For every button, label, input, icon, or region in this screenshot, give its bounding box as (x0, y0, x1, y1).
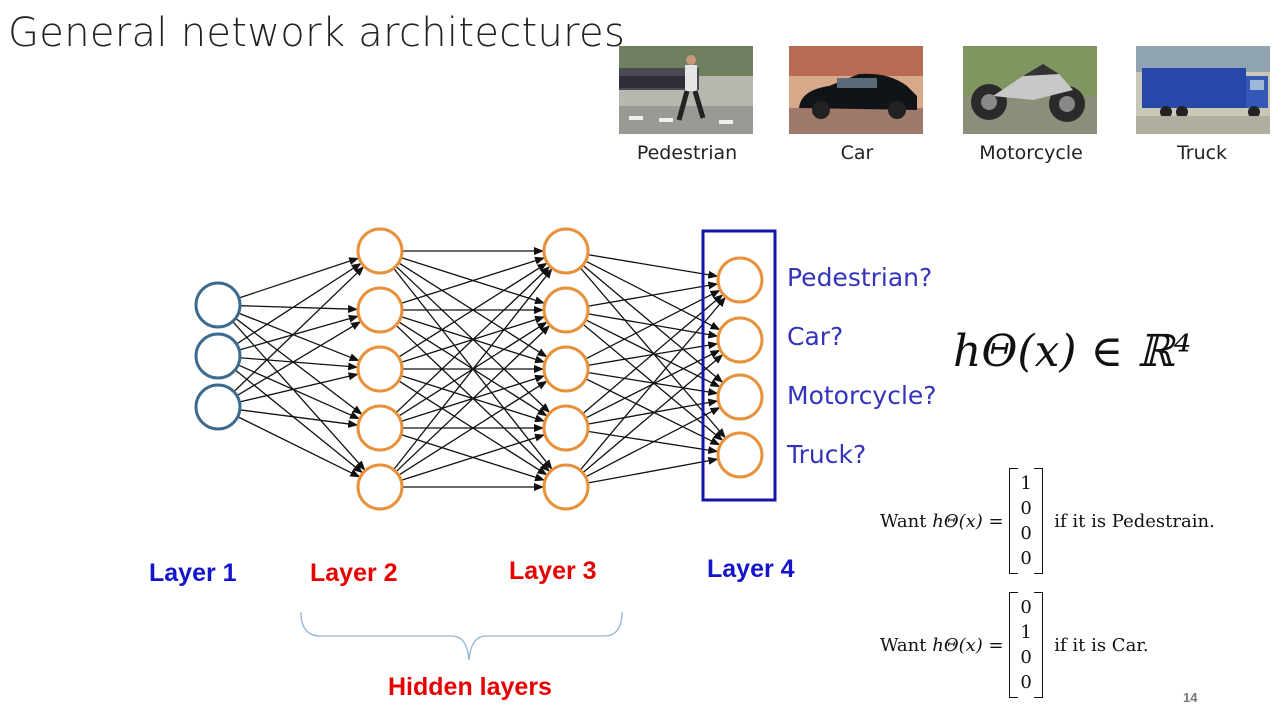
want-h-expression: hΘ(x) = (932, 634, 1004, 656)
vector-entry: 1 (1020, 622, 1032, 643)
connection-arrow (239, 372, 359, 403)
output-label-truck: Truck? (787, 440, 867, 469)
layer-3-label: Layer 3 (509, 557, 597, 585)
vector-entry: 0 (1020, 597, 1032, 618)
want-h-expression: hΘ(x) = (932, 510, 1004, 532)
connection-arrow (582, 294, 724, 415)
photo-caption: Car (840, 142, 874, 164)
connection-arrow (238, 314, 359, 351)
input-node (194, 383, 242, 431)
output-node (716, 316, 764, 364)
want-pedestrian-equation: Want hΘ(x) = 1 0 0 0 if it is Pedestrain… (880, 468, 1215, 574)
connection-arrow (232, 321, 366, 471)
connection-arrow (395, 325, 551, 473)
connection-arrow (579, 296, 726, 471)
hypothesis-formula: hΘ(x) ∈ ℝ⁴ (953, 326, 1192, 377)
pedestrian-photo (619, 46, 753, 134)
connection-arrow (238, 312, 360, 362)
connection-arrow (237, 364, 360, 420)
connection-arrow (239, 357, 359, 371)
output-node (716, 256, 764, 304)
hidden-node (542, 404, 590, 452)
layer-2-label: Layer 2 (310, 559, 398, 587)
connection-arrow (400, 256, 546, 304)
connection-arrow (400, 433, 546, 481)
connection-arrow (587, 371, 719, 396)
hidden-node (356, 227, 404, 275)
photo-caption: Motorcycle (979, 142, 1083, 164)
page-number: 14 (1183, 690, 1198, 705)
connection-arrow (585, 378, 721, 446)
pedestrian-vector: 1 0 0 0 (1009, 468, 1043, 574)
motorcycle-photo (963, 46, 1097, 134)
output-layer-box (701, 229, 777, 502)
condition-car: if it is Car. (1054, 634, 1149, 656)
connection-arrow (398, 380, 548, 476)
input-node (194, 281, 242, 329)
hidden-node (542, 463, 590, 511)
output-label-pedestrian: Pedestrian? (787, 263, 933, 292)
hidden-layers-brace (300, 611, 623, 661)
want-label: Want (880, 510, 927, 532)
connection-arrow (587, 398, 719, 425)
hidden-layers-label: Hidden layers (388, 673, 552, 701)
hidden-node (542, 227, 590, 275)
connection-arrow (238, 257, 360, 299)
hidden-node (356, 404, 404, 452)
hidden-node (542, 286, 590, 334)
layer-4-label: Layer 4 (707, 555, 795, 583)
input-node (194, 332, 242, 380)
connection-arrow (395, 266, 551, 414)
network-nodes (194, 227, 764, 511)
output-label-motorcycle: Motorcycle? (787, 381, 937, 410)
connection-arrow (582, 323, 724, 441)
connection-arrow (236, 262, 362, 345)
layer-1-label: Layer 1 (149, 559, 237, 587)
car-vector: 0 1 0 0 (1009, 592, 1043, 698)
connection-arrow (585, 406, 721, 478)
connection-arrow (582, 354, 724, 474)
connection-arrow (587, 253, 719, 279)
car-photo (789, 46, 923, 134)
hidden-node (356, 463, 404, 511)
want-label: Want (880, 634, 927, 656)
connection-arrow (235, 317, 363, 415)
photo-caption: Truck (1176, 142, 1228, 164)
connection-arrow (398, 262, 548, 358)
output-node (716, 373, 764, 421)
vector-entry: 0 (1020, 548, 1032, 569)
connection-arrow (234, 369, 363, 474)
vector-entry: 0 (1020, 523, 1032, 544)
network-connections (232, 247, 726, 491)
vector-entry: 1 (1020, 473, 1032, 494)
connection-arrow (585, 289, 721, 360)
connection-arrow (585, 319, 721, 388)
truck-photo (1136, 46, 1270, 134)
output-label-car: Car? (787, 322, 844, 351)
hidden-node (356, 286, 404, 334)
connection-arrow (239, 409, 359, 428)
condition-pedestrian: if it is Pedestrain. (1054, 510, 1215, 532)
connection-arrow (587, 281, 719, 307)
hidden-node (356, 345, 404, 393)
connection-arrow (237, 416, 361, 478)
connection-arrow (236, 321, 362, 397)
want-car-equation: Want hΘ(x) = 0 1 0 0 if it is Car. (880, 592, 1149, 698)
photo-caption: Pedestrian (636, 142, 738, 164)
connection-arrow (239, 305, 359, 314)
connection-arrow (233, 266, 365, 393)
hidden-node (542, 345, 590, 393)
connection-arrow (582, 264, 724, 383)
vector-entry: 0 (1020, 498, 1032, 519)
output-node (716, 431, 764, 479)
connection-arrow (587, 456, 719, 484)
vector-entry: 0 (1020, 672, 1032, 693)
vector-entry: 0 (1020, 647, 1032, 668)
connection-arrow (393, 268, 553, 471)
slide-title: General network architectures (8, 10, 626, 56)
